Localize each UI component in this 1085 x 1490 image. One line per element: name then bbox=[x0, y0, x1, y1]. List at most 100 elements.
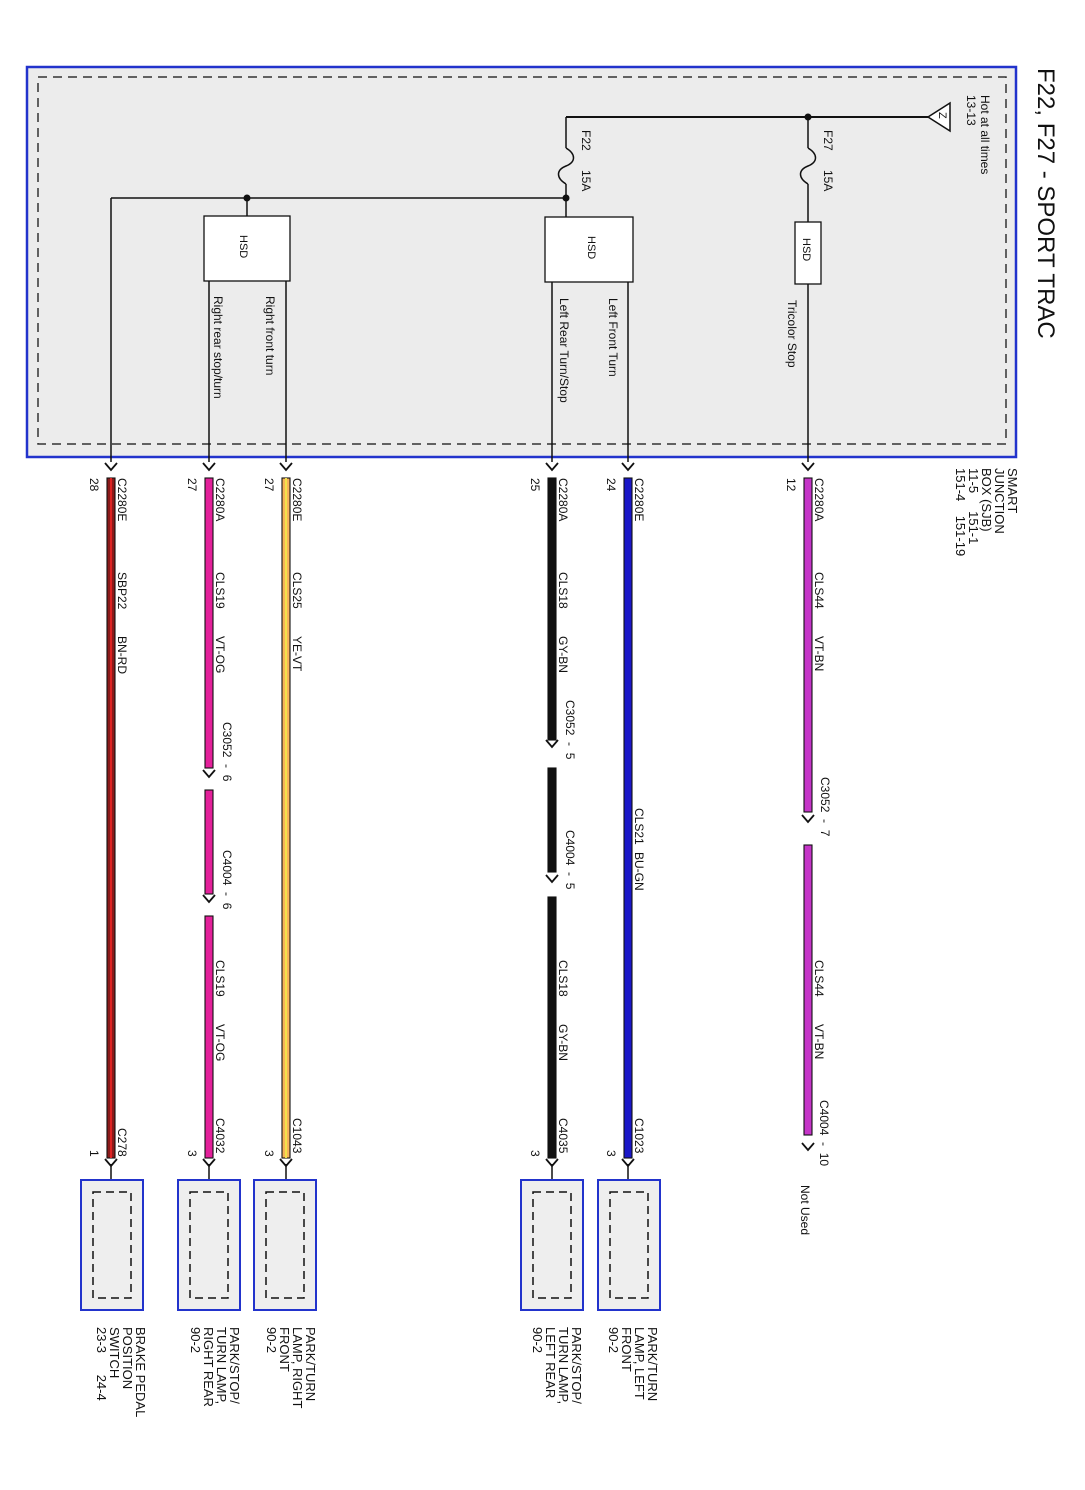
circuit-id-label: CLS21 bbox=[632, 808, 646, 845]
connector-label: C2280E bbox=[115, 478, 129, 521]
circuit-id-label-2: CLS44 bbox=[812, 960, 826, 997]
wire-segment bbox=[623, 477, 633, 1159]
wire-segment bbox=[803, 844, 813, 1136]
destination-line: FRONT bbox=[619, 1327, 634, 1372]
component-inner-dashed bbox=[609, 1191, 649, 1299]
destination-label-right-rear: PARK/STOP/ TURN LAMP, RIGHT REAR 90-2 bbox=[188, 1327, 242, 1407]
end-connector-label: C4035 bbox=[556, 1118, 570, 1154]
page-title: F22, F27 - SPORT TRAC bbox=[1032, 68, 1059, 339]
inline-connector-chevron bbox=[545, 874, 559, 884]
inline-connector-label: C4004 - 5 bbox=[563, 830, 577, 890]
destination-line: PARK/STOP/ bbox=[569, 1327, 584, 1404]
circuit-id-label: CLS44 bbox=[812, 572, 826, 609]
destination-line: 90-2 bbox=[606, 1327, 621, 1353]
sjb-connector-chevron bbox=[104, 462, 118, 472]
end-pin-label: 3 bbox=[528, 1150, 542, 1157]
destination-line: 90-2 bbox=[188, 1327, 203, 1353]
circuit-id-label: SBP22 bbox=[115, 572, 129, 610]
destination-line: RIGHT REAR bbox=[201, 1327, 216, 1407]
wire-color-code-2: VT-OG bbox=[213, 1024, 227, 1061]
hsd-left-lamps bbox=[544, 216, 634, 283]
wire-segment bbox=[204, 789, 214, 895]
component-inner-dashed bbox=[189, 1191, 229, 1299]
circuits-layer bbox=[80, 462, 815, 1311]
hsd-left-lamps-label: HSD bbox=[585, 236, 597, 259]
inline-connector-chevron bbox=[545, 739, 559, 749]
component-inner-dashed bbox=[92, 1191, 132, 1299]
output-name-left-front-turn: Left Front Turn bbox=[606, 298, 620, 377]
end-pin-label: 3 bbox=[604, 1150, 618, 1157]
circuit-id-label: CLS18 bbox=[556, 572, 570, 609]
wire-color-code: VT-BN bbox=[812, 636, 826, 671]
connector-label: C2280E bbox=[290, 478, 304, 521]
wire-color-code: VT-OG bbox=[213, 636, 227, 673]
pin-label: 25 bbox=[528, 478, 542, 492]
destination-line: LEFT REAR bbox=[543, 1327, 558, 1398]
inline-connector-label: C3052 - 6 bbox=[220, 722, 234, 782]
destination-line: TURN LAMP, bbox=[214, 1327, 229, 1404]
f27-fuse-id: F27 bbox=[821, 130, 835, 151]
power-source-label: Hot at all times bbox=[978, 95, 992, 174]
f22-fuse-icon bbox=[557, 147, 575, 185]
connector-label: C2280A bbox=[556, 478, 570, 521]
hsd-right-lamps bbox=[203, 215, 291, 282]
end-connector-label: C1043 bbox=[290, 1118, 304, 1154]
destination-line: TURN LAMP, bbox=[556, 1327, 571, 1404]
output-name-right-front-turn: Right front turn bbox=[263, 296, 277, 375]
destination-line: 90-2 bbox=[264, 1327, 279, 1353]
component-box bbox=[520, 1179, 584, 1311]
pin-label: 24 bbox=[604, 478, 618, 492]
sjb-ref-line-2: 151-4 151-19 bbox=[953, 468, 968, 556]
sjb-name-line-1: SMART bbox=[1005, 468, 1020, 513]
component-inner-dashed bbox=[532, 1191, 572, 1299]
end-connector-label: C278 bbox=[115, 1128, 129, 1157]
component-box bbox=[80, 1179, 144, 1311]
sjb-name-line-3: BOX (SJB) bbox=[979, 468, 994, 532]
sjb-connector-chevron bbox=[545, 462, 559, 472]
destination-not-used: Not Used bbox=[798, 1185, 812, 1235]
destination-line: 23-3 24-4 bbox=[94, 1327, 109, 1401]
wire-color-code-2: VT-BN bbox=[812, 1024, 826, 1059]
destination-line: 90-2 bbox=[530, 1327, 545, 1353]
destination-line: PARK/TURN bbox=[303, 1327, 318, 1401]
f22-fuse-rating: 15A bbox=[579, 170, 593, 191]
wire-color-code: GY-BN bbox=[556, 636, 570, 673]
power-source-triangle-icon bbox=[926, 101, 951, 133]
pin-label: 27 bbox=[185, 478, 199, 492]
wire-segment bbox=[547, 477, 557, 741]
destination-line: BRAKE PEDAL bbox=[133, 1327, 148, 1417]
wire-segment bbox=[547, 767, 557, 873]
output-name-tricolor-stop: Tricolor Stop bbox=[785, 300, 799, 368]
connector-label: C2280E bbox=[632, 478, 646, 521]
connector-label: C2280A bbox=[812, 478, 826, 521]
f27-fuse-rating: 15A bbox=[821, 170, 835, 191]
sjb-connector-chevron bbox=[801, 462, 815, 472]
connector-label: C2280A bbox=[213, 478, 227, 521]
sjb-ref-line-1: 11-5 151-1 bbox=[966, 468, 981, 544]
inline-connector-label: C4004 - 6 bbox=[220, 850, 234, 910]
pin-label: 28 bbox=[87, 478, 101, 492]
sjb-connector-chevron bbox=[279, 462, 293, 472]
output-name-left-rear-turn: Left Rear Turn/Stop bbox=[557, 298, 571, 403]
wire-color-code-2: GY-BN bbox=[556, 1024, 570, 1061]
sjb-name-line-2: JUNCTION bbox=[992, 468, 1007, 534]
output-name-right-rear-turn: Right rear stop/turn bbox=[211, 296, 225, 399]
destination-line: PARK/STOP/ bbox=[227, 1327, 242, 1404]
end-connector-label: C1023 bbox=[632, 1118, 646, 1154]
component-box bbox=[253, 1179, 317, 1311]
inline-connector-chevron bbox=[202, 894, 216, 904]
end-pin-label: 3 bbox=[185, 1150, 199, 1157]
f27-fuse-icon bbox=[799, 147, 817, 185]
end-pin-label: 3 bbox=[262, 1150, 276, 1157]
destination-label-left-front: PARK/TURN LAMP, LEFT FRONT 90-2 bbox=[606, 1327, 660, 1401]
circuit-id-label: CLS19 bbox=[213, 572, 227, 609]
end-connector-label: C4004 - 10 bbox=[817, 1100, 831, 1166]
end-connector-chevron bbox=[801, 1142, 815, 1152]
hsd-right-lamps-label: HSD bbox=[237, 235, 249, 258]
inline-connector-chevron bbox=[202, 769, 216, 779]
end-connector-label: C4032 bbox=[213, 1118, 227, 1154]
f22-fuse-id: F22 bbox=[579, 130, 593, 151]
sjb-connector-chevron bbox=[621, 462, 635, 472]
wire-color-code: BU-GN bbox=[632, 852, 646, 891]
